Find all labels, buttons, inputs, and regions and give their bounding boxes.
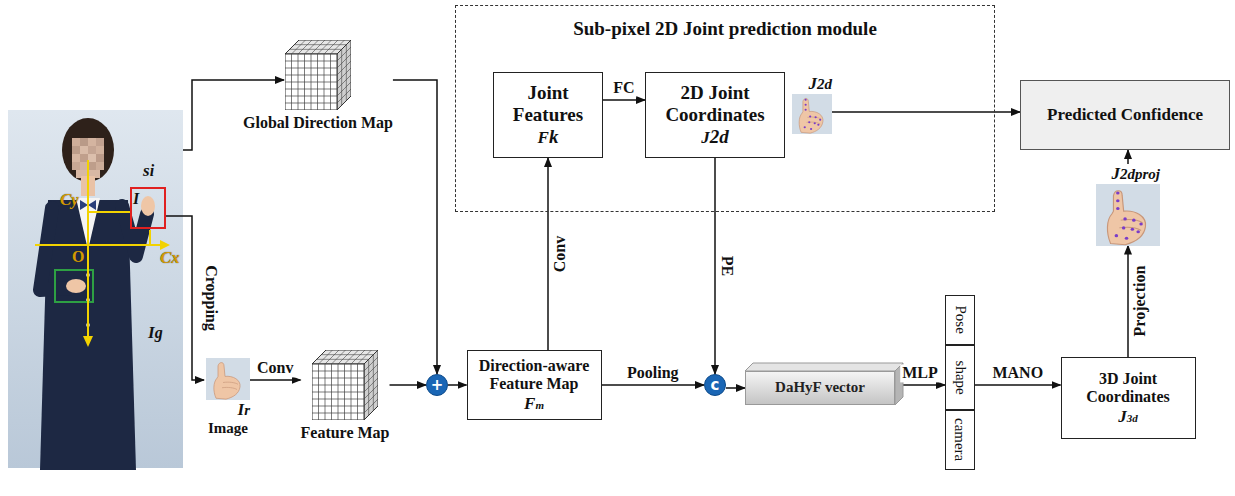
feature-cube: Global Direction Map bbox=[243, 40, 393, 132]
param-box: camera bbox=[945, 410, 975, 470]
param-box: shape bbox=[945, 345, 975, 410]
process-box: Direction-aware Feature MapFm bbox=[467, 350, 602, 420]
symbol-label: J2dproj bbox=[1111, 164, 1160, 184]
symbol-label: J3d bbox=[1118, 407, 1138, 427]
arrow-connector bbox=[390, 384, 426, 386]
edge-label: Pooling bbox=[625, 364, 681, 382]
edge-label: MLP bbox=[900, 364, 940, 382]
concat-circle: c bbox=[704, 374, 726, 396]
node-label: Global Direction Map bbox=[243, 114, 393, 132]
image-annotation: I bbox=[133, 190, 139, 208]
node-label: Pose bbox=[951, 306, 968, 334]
node-art bbox=[792, 94, 832, 134]
node-label: c bbox=[711, 378, 720, 393]
node-label: Joint Features bbox=[502, 82, 594, 126]
arrow-connector bbox=[602, 384, 705, 386]
node-label: 3D Joint Coordinates bbox=[1070, 370, 1187, 407]
arrow-connector bbox=[547, 158, 549, 350]
node-label: Sub-pixel 2D Joint prediction module bbox=[573, 18, 877, 40]
vector-bar: DaHyF vector bbox=[745, 371, 895, 405]
hand-photo bbox=[1096, 184, 1160, 246]
hand-image: J2d bbox=[792, 74, 832, 134]
hand-image: J2dproj bbox=[1096, 164, 1160, 246]
hand-crop-box bbox=[131, 188, 165, 228]
node-art bbox=[285, 40, 351, 110]
node-label: Direction-aware Feature Map bbox=[476, 357, 593, 394]
arrow-connector bbox=[975, 384, 1061, 386]
add-circle: + bbox=[426, 374, 448, 396]
process-box: 3D Joint CoordinatesJ3d bbox=[1061, 357, 1196, 439]
arrow-connector bbox=[393, 80, 437, 374]
arrow-connector bbox=[1127, 246, 1129, 357]
grid-cube bbox=[312, 350, 378, 420]
hand-image: IrImage bbox=[206, 358, 250, 437]
node-label: Predicted Confidence bbox=[1047, 105, 1203, 125]
node-art bbox=[206, 358, 250, 400]
node-art bbox=[312, 350, 378, 420]
arrow-connector bbox=[448, 384, 467, 386]
node-label: 2D Joint Coordinates bbox=[654, 82, 776, 126]
image-annotation: si bbox=[143, 162, 154, 181]
process-box: 2D Joint CoordinatesJ2d bbox=[645, 72, 785, 158]
arrow-connector bbox=[714, 158, 716, 374]
process-box: Joint FeaturesFk bbox=[493, 72, 603, 158]
image-annotation: Ig bbox=[148, 324, 163, 343]
image-annotation: Cy bbox=[60, 191, 78, 210]
node-label: DaHyF vector bbox=[775, 379, 865, 396]
edge-label: Conv bbox=[551, 234, 569, 274]
arrow-connector bbox=[832, 111, 1020, 113]
image-annotation: O bbox=[72, 248, 84, 266]
person-figure bbox=[40, 118, 155, 470]
node-label: + bbox=[431, 378, 444, 393]
edge-label: MANO bbox=[990, 364, 1045, 382]
arrow-connector bbox=[1127, 150, 1129, 164]
edge-label: PE bbox=[718, 254, 736, 278]
leader-line bbox=[166, 216, 204, 380]
arrow-connector bbox=[250, 379, 301, 381]
edge-label: Projection bbox=[1131, 264, 1149, 339]
output-box: Predicted Confidence bbox=[1020, 80, 1230, 150]
node-label: shape bbox=[951, 360, 968, 394]
symbol-label: Fk bbox=[538, 126, 559, 148]
symbol-label: J2d bbox=[809, 74, 833, 94]
edge-label: FC bbox=[611, 79, 636, 97]
image-axes bbox=[35, 160, 170, 347]
feature-cube: Feature Map bbox=[301, 350, 390, 442]
symbol-label: Ir bbox=[238, 400, 250, 420]
symbol-label: J2d bbox=[701, 126, 729, 148]
node-label: Image bbox=[208, 420, 248, 437]
edge-label: Conv bbox=[255, 359, 295, 377]
arrow-connector bbox=[726, 387, 745, 389]
node-label: Feature Map bbox=[301, 424, 390, 442]
param-box: Pose bbox=[945, 295, 975, 345]
hand-photo bbox=[792, 94, 832, 134]
symbol-label: Fm bbox=[524, 394, 544, 414]
arrow-connector bbox=[603, 99, 645, 101]
module-frame: Sub-pixel 2D Joint prediction moduleJoin… bbox=[455, 5, 995, 212]
hand-photo bbox=[206, 358, 250, 400]
grid-cube bbox=[285, 40, 351, 110]
node-label: camera bbox=[951, 418, 968, 461]
image-annotation: Cx bbox=[160, 249, 179, 268]
process-label: Cropping bbox=[202, 265, 220, 331]
node-art bbox=[1096, 184, 1160, 246]
